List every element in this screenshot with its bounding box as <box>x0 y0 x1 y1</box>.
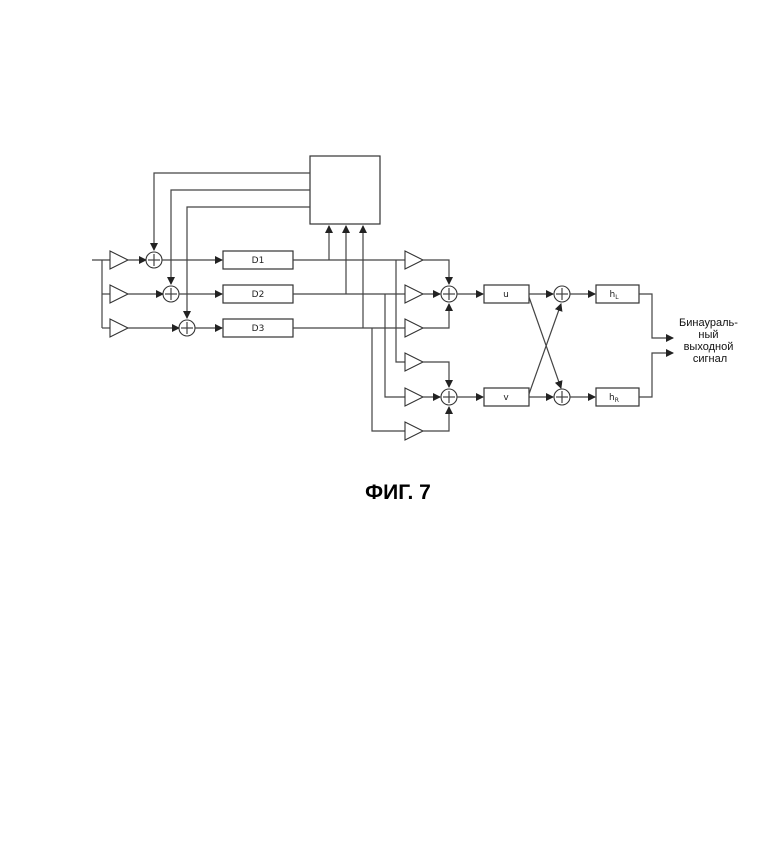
filter-label-v: v <box>503 393 509 403</box>
mix-amplifier-2 <box>405 285 423 303</box>
input-amplifier-2 <box>110 285 128 303</box>
feedback-matrix-block <box>310 156 380 224</box>
delay-output-wires <box>293 226 405 431</box>
summer-to-h-wires <box>570 294 595 397</box>
input-summer-2 <box>163 286 179 302</box>
input-amplifier-1 <box>110 251 128 269</box>
amp-to-mix-wires <box>423 260 449 431</box>
filter-block-hl: hL <box>596 285 639 303</box>
binaural-output-label: Бинаураль- ный выходной сигнал <box>679 317 741 365</box>
input-wiring <box>92 260 110 328</box>
delay-label-d3: D3 <box>252 324 265 334</box>
filter-block-v: v <box>484 388 529 406</box>
mix-amplifier-3 <box>405 319 423 337</box>
mix-summer-upper <box>441 286 457 302</box>
out-summer-upper <box>554 286 570 302</box>
binaural-output-wires <box>639 294 673 397</box>
mix-amplifier-4 <box>405 353 423 371</box>
mix-summer-lower <box>441 389 457 405</box>
delay-block-d2: D2 <box>223 285 293 303</box>
delay-label-d1: D1 <box>252 256 265 266</box>
filter-label-u: u <box>503 290 509 300</box>
delay-block-d3: D3 <box>223 319 293 337</box>
input-summer-3 <box>179 320 195 336</box>
uv-output-wires <box>529 294 561 397</box>
input-summer-1 <box>146 252 162 268</box>
filter-block-u: u <box>484 285 529 303</box>
mix-to-uv-wires <box>457 294 483 397</box>
filter-block-hr: hR <box>596 388 639 406</box>
delay-label-d2: D2 <box>252 290 265 300</box>
mix-amplifier-1 <box>405 251 423 269</box>
input-amplifier-3 <box>110 319 128 337</box>
delay-block-d1: D1 <box>223 251 293 269</box>
mix-amplifier-5 <box>405 388 423 406</box>
mix-amplifier-6 <box>405 422 423 440</box>
figure-title: ФИГ. 7 <box>365 481 431 504</box>
out-summer-lower <box>554 389 570 405</box>
